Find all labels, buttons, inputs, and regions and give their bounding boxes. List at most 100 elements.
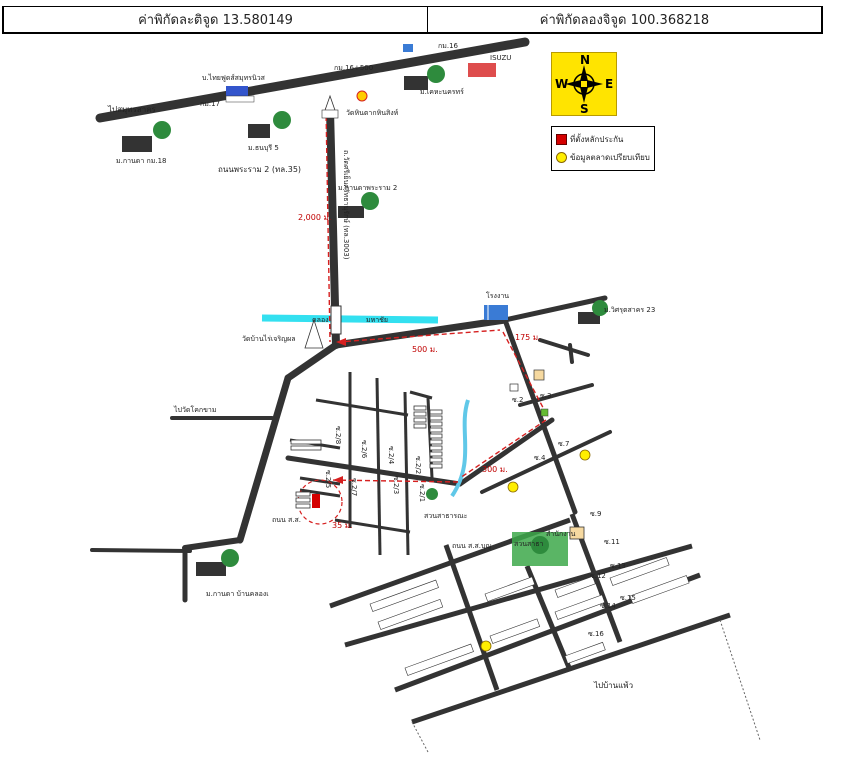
label-public-park: สวนสาธารณะ: [424, 512, 468, 520]
label-km16: กม.16: [438, 42, 459, 50]
road-to-soi-main: [457, 417, 555, 487]
road-soi4: [480, 430, 612, 494]
coordinates-header: ค่าพิกัดละติจูด 13.580149 ค่าพิกัดลองจิจ…: [0, 0, 856, 36]
label-wat-ban-rai: วัดบ้านไร่เจริญผล: [242, 334, 296, 343]
route-arrow-1: [336, 338, 346, 346]
label-to-ban-lao: ไปบ้านแพ้ว: [593, 681, 633, 690]
boundary-east: [719, 619, 761, 741]
village-icon-krisda-ban: [196, 549, 239, 576]
legend-row-property: ที่ตั้งหลักประกัน: [556, 133, 623, 146]
road-sw-3: [182, 537, 243, 551]
label-soi2: ซ.2: [512, 396, 523, 404]
road-soi3: [518, 383, 594, 407]
comparable-marker-3: [480, 640, 492, 652]
property-circle: [297, 479, 343, 525]
label-canal-name: มหาชัย: [366, 316, 388, 324]
legend-comparable-label: ข้อมูลตลาดเปรียบเทียบ: [570, 153, 650, 162]
label-soi3: ซ.3: [540, 392, 551, 400]
label-soi-27: ซ.2/7: [350, 478, 358, 496]
label-soi12: ซ.12: [590, 572, 606, 580]
office-icon: [569, 526, 585, 540]
label-soi-23: ซ.2/3: [392, 476, 400, 494]
label-village-thai-food: บ.ไทยฟูดส์สมุทรนิวส: [202, 73, 266, 82]
label-dist-300: 300 ม.: [482, 465, 508, 474]
factory-icon: [484, 305, 508, 320]
label-soi11: ซ.11: [604, 538, 620, 546]
property-marker: [312, 494, 320, 508]
shell-icon: [356, 90, 368, 102]
park-tree: [531, 536, 549, 554]
isuzu-icon: [468, 63, 496, 77]
landmark-icons: [225, 44, 549, 417]
road-southwest-2: [236, 374, 292, 544]
label-soi13: ซ.13: [610, 562, 626, 570]
label-soi15: ซ.15: [620, 594, 636, 602]
house-icon: [533, 369, 545, 381]
label-soi-21: ซ.2/1: [418, 484, 426, 502]
road-southwest: [284, 341, 340, 382]
legend-row-comparable: ข้อมูลตลาดเปรียบเทียบ: [556, 151, 650, 164]
comparable-marker-2: [507, 481, 519, 493]
compass-rose: N S W E: [551, 52, 617, 116]
label-office: สำนักงาน: [546, 530, 576, 538]
label-dist-35: 35 ม.: [332, 521, 353, 530]
latitude-text: ค่าพิกัดละติจูด 13.580149: [138, 13, 293, 28]
road-soi2: [285, 455, 463, 487]
small-sign-icon: [540, 408, 549, 417]
legend-property-label: ที่ตั้งหลักประกัน: [570, 135, 624, 144]
label-dist-500: 500 ม.: [412, 345, 438, 354]
stream: [450, 399, 470, 498]
village-icon-krisda-18: [122, 121, 171, 152]
road-rama2: [95, 37, 530, 123]
label-km16-500: กม.16+500: [334, 64, 373, 72]
legend: ที่ตั้งหลักประกัน ข้อมูลตลาดเปรียบเทียบ: [551, 126, 655, 171]
label-dist-175: 175 ม.: [515, 333, 541, 342]
label-wat-hin-taek: วัดหินตากหินสิงห์: [346, 109, 399, 117]
label-private-road: ถนน ส.ส.: [272, 516, 301, 524]
label-soi4: ซ.4: [534, 454, 546, 462]
label-to-wat-kokkham: ไปวัดโคกขาม: [173, 405, 216, 414]
label-village-wisarut: ม.วิศรุตสาคร 23: [604, 306, 655, 314]
road-soi-main: [502, 317, 578, 515]
sub-roads-west: [289, 372, 434, 556]
label-dist-2000: 2,000 ม.: [298, 213, 331, 222]
label-soi9: ซ.9: [590, 510, 601, 518]
label-km17: กม.17: [200, 100, 220, 108]
label-factory: โรงงาน: [486, 291, 509, 300]
label-village-keha: ม.เคหะนครทร์: [420, 88, 464, 96]
label-canal: คลอง: [312, 316, 329, 324]
route-arrow-2: [333, 476, 343, 484]
houses-lower: [369, 557, 690, 676]
route-path: [325, 107, 549, 483]
temple-icon-hin-taek: [321, 94, 339, 119]
road-stub-1: [538, 338, 590, 357]
canal-line: [261, 314, 439, 324]
label-park2: สวนสาธา: [514, 540, 543, 548]
label-isuzu: ISUZU: [490, 54, 511, 62]
legend-property-swatch: [556, 134, 567, 145]
label-rama2-road: ถนนพระราม 2 (ทล.35): [218, 165, 301, 174]
label-village-kanda-rama2: ม.กานดาพระราม 2: [338, 184, 397, 192]
label-soi16: ซ.16: [588, 630, 604, 638]
park-tree-small: [426, 488, 438, 500]
label-main-road-lower: ถนน ส.ส.บุญ: [452, 542, 491, 550]
label-road-side: ถ.วัดศรีเย็นศรัทธานุรักษ์ (ทล.3003): [342, 150, 351, 260]
village-icon-keha: [404, 65, 445, 90]
road-canal-east: [332, 316, 509, 349]
label-soi-26: ซ.2/6: [360, 440, 368, 459]
road-stub-2: [568, 343, 574, 364]
road-east-branch: [502, 295, 608, 323]
bridge: [330, 305, 342, 335]
shop-icon: [509, 383, 519, 392]
legend-comparable-swatch: [556, 152, 567, 163]
road-west-end: [90, 548, 192, 553]
label-to-samut-sakhon: ไปสมุทรสาคร: [107, 105, 157, 114]
label-village-thonburi: ม.ธนบุรี 5: [248, 144, 279, 152]
compass-south: S: [580, 102, 589, 115]
label-soi-25: ซ.2/5: [324, 470, 332, 488]
label-soi7: ซ.7: [558, 440, 569, 448]
label-village-krisda-ban: ม.กานดา บ้านคลองเ: [206, 590, 269, 598]
label-village-krisda-18: ม.กานดา กม.18: [116, 157, 166, 165]
village-icons: [122, 65, 608, 576]
